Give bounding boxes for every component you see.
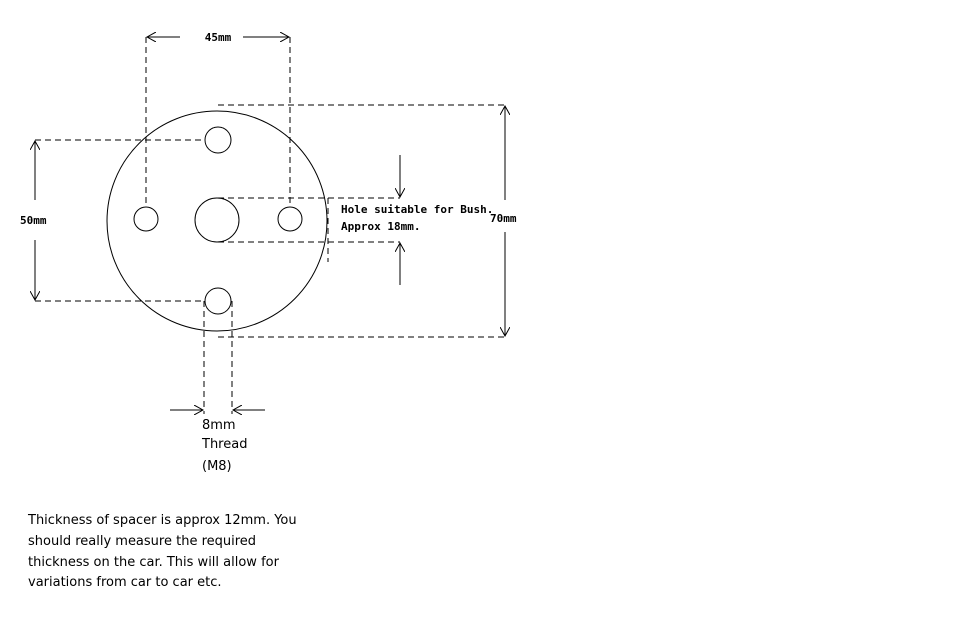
- bolt-hole-top: [204, 126, 232, 154]
- label-center-hole-2: Approx 18mm.: [341, 220, 420, 233]
- dimension-center-hole: [218, 155, 400, 285]
- center-bush-hole: [194, 197, 240, 243]
- note-line: variations from car to car etc.: [28, 575, 222, 590]
- label-thread-1: 8mm: [202, 418, 236, 433]
- label-thread-3: (M8): [202, 459, 232, 474]
- spacer-outline: [106, 110, 328, 332]
- label-thread-2: Thread: [201, 437, 247, 452]
- dimension-45mm: [145, 37, 291, 207]
- dimension-thread: [170, 301, 265, 414]
- label-50mm: 50mm: [20, 214, 47, 227]
- label-70mm: 70mm: [490, 212, 517, 225]
- thickness-note: Thickness of spacer is approx 12mm. You …: [27, 513, 297, 590]
- note-line: Thickness of spacer is approx 12mm. You: [27, 513, 297, 528]
- dimension-50mm: [35, 139, 205, 302]
- label-45mm: 45mm: [205, 31, 232, 44]
- note-line: should really measure the required: [28, 534, 256, 549]
- note-line: thickness on the car. This will allow fo…: [28, 555, 280, 570]
- bolt-hole-left: [133, 206, 159, 232]
- label-center-hole-1: Hole suitable for Bush.: [341, 203, 493, 216]
- bolt-hole-bottom: [204, 287, 232, 315]
- dimension-70mm: [218, 104, 505, 338]
- bolt-hole-right: [277, 206, 303, 232]
